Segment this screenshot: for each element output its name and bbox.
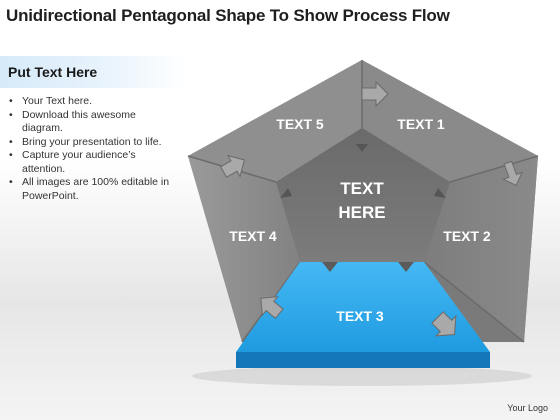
logo-text: Your Logo (507, 403, 548, 413)
arrow-icon (501, 160, 524, 186)
arrow-icon (280, 188, 292, 198)
bullet-item: Bring your presentation to life. (6, 136, 176, 150)
bullet-item: Download this awesome diagram. (6, 109, 176, 136)
center-label-line-2: HERE (338, 203, 385, 222)
segment-5-label: TEXT 5 (276, 116, 324, 132)
sidebar-heading: Put Text Here (8, 64, 98, 80)
floor-shadow (192, 366, 532, 386)
slide-title: Unidirectional Pentagonal Shape To Show … (6, 6, 450, 25)
bullet-item: Your Text here. (6, 95, 176, 109)
bullet-list: Your Text here. Download this awesome di… (6, 95, 176, 203)
arrow-icon (322, 262, 338, 272)
arrow-icon (356, 144, 368, 152)
segment-5-panel (188, 60, 362, 182)
arrow-icon (260, 296, 284, 320)
segment-3-label: TEXT 3 (336, 308, 384, 324)
center-panel (276, 128, 450, 262)
segment-3-edge (236, 352, 490, 368)
center-label-line-1: TEXT (340, 179, 384, 198)
segment-3-panel[interactable] (236, 262, 490, 352)
segment-4-label: TEXT 4 (229, 228, 277, 244)
segment-1-label: TEXT 1 (397, 116, 445, 132)
arrow-icon (434, 188, 446, 198)
segment-1-panel (362, 60, 538, 182)
arrow-icon (431, 311, 457, 337)
segment-2-label: TEXT 2 (443, 228, 491, 244)
segment-4-panel (188, 156, 300, 342)
bullet-item: All images are 100% editable in PowerPoi… (6, 176, 176, 203)
bullet-item: Capture your audience’s attention. (6, 149, 176, 176)
segment-2-panel (424, 156, 538, 342)
arrow-icon (398, 262, 414, 272)
sidebar-heading-band (0, 56, 188, 88)
flow-arrows (219, 80, 524, 337)
arrow-icon (361, 80, 389, 108)
arrow-icon (219, 154, 246, 178)
